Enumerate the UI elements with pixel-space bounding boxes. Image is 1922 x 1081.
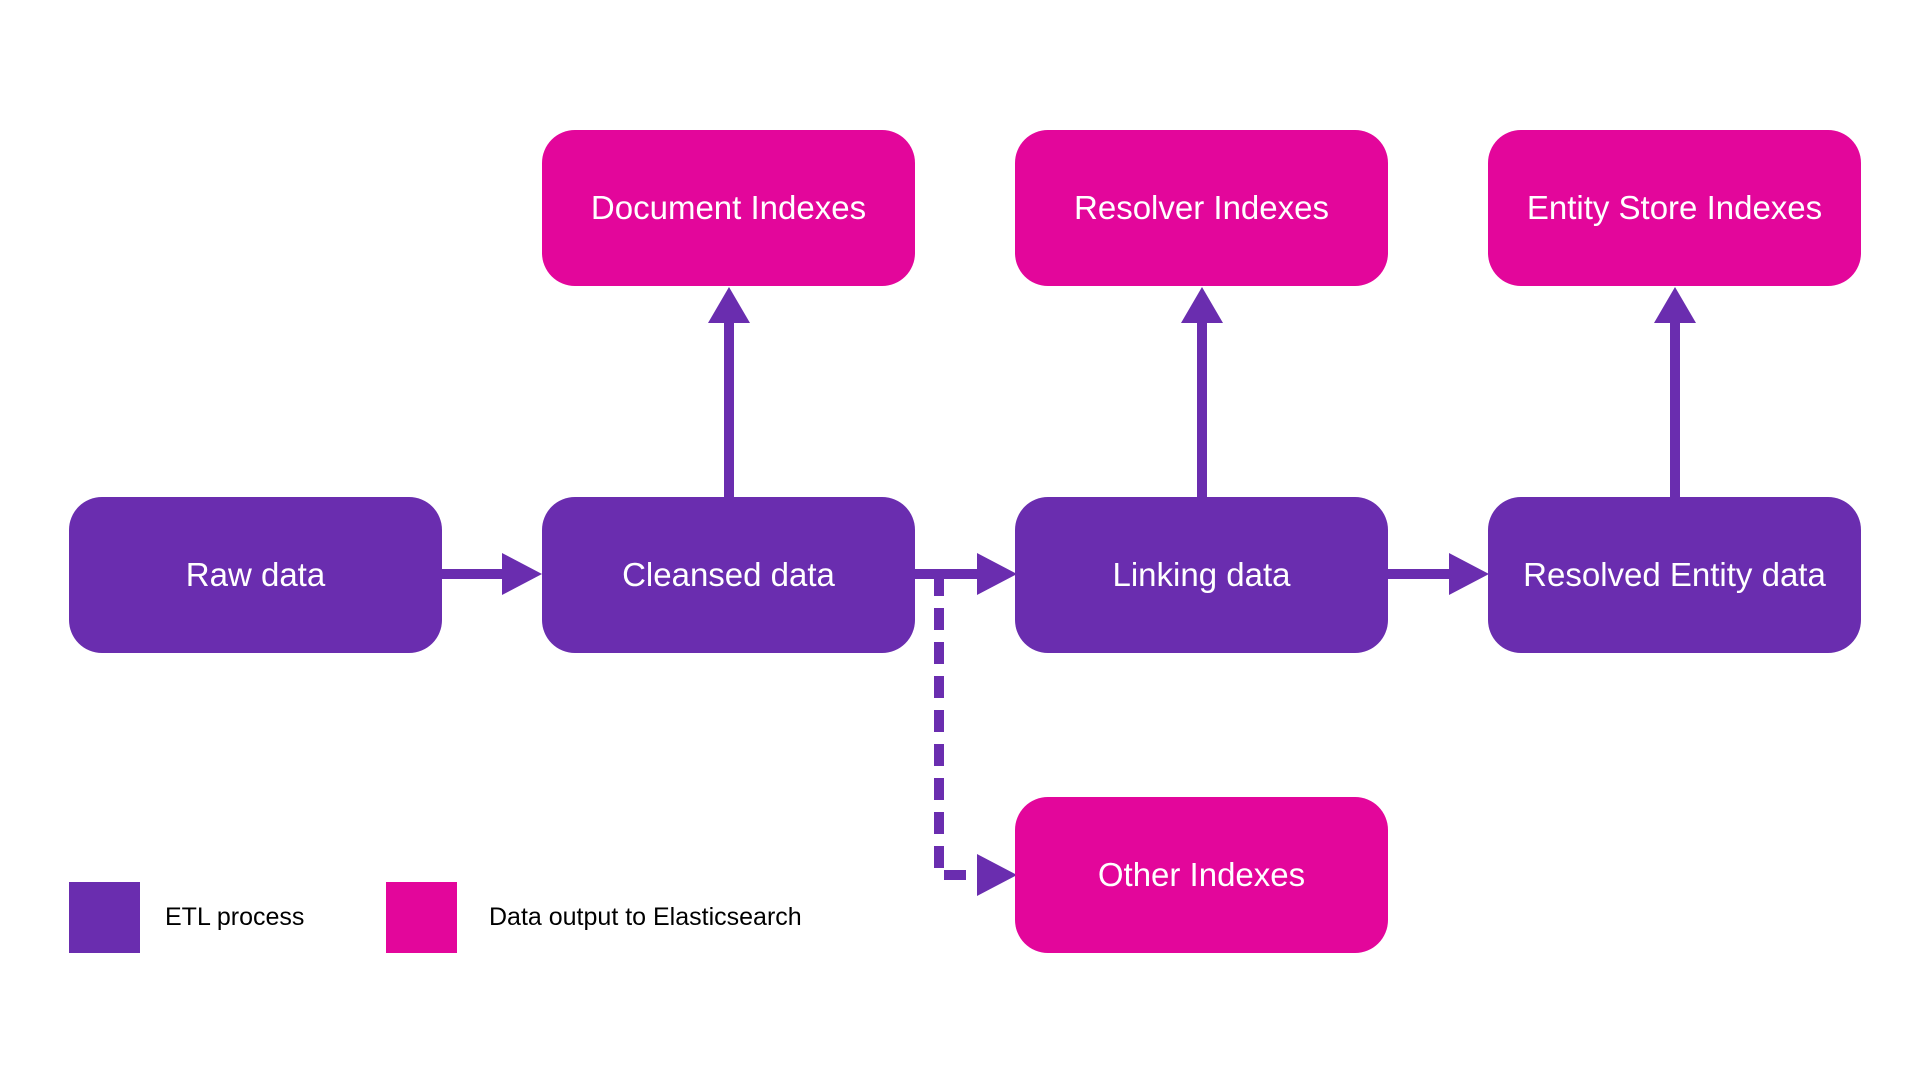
legend-swatch-data-output bbox=[386, 882, 457, 953]
edge-resolved-to-entity-store-indexes bbox=[1654, 287, 1696, 497]
node-raw-data-label: Raw data bbox=[185, 556, 326, 593]
node-entity-store-indexes-label: Entity Store Indexes bbox=[1526, 189, 1823, 226]
legend-label-data-output: Data output to Elasticsearch bbox=[489, 903, 802, 931]
edge-raw-to-cleansed bbox=[442, 553, 542, 595]
node-document-indexes-label: Document Indexes bbox=[590, 189, 867, 226]
edge-linking-to-resolved bbox=[1388, 553, 1489, 595]
node-other-indexes: Other Indexes bbox=[1015, 797, 1388, 953]
legend-swatch-etl-process bbox=[69, 882, 140, 953]
node-resolved-entity-data: Resolved Entity data bbox=[1488, 497, 1861, 653]
node-entity-store-indexes: Entity Store Indexes bbox=[1488, 130, 1861, 286]
node-linking-data: Linking data bbox=[1015, 497, 1388, 653]
node-other-indexes-label: Other Indexes bbox=[1097, 856, 1306, 893]
edge-cleansed-to-document-indexes bbox=[708, 287, 750, 497]
node-resolver-indexes: Resolver Indexes bbox=[1015, 130, 1388, 286]
edge-cleansed-to-other-indexes bbox=[934, 574, 1017, 896]
node-document-indexes: Document Indexes bbox=[542, 130, 915, 286]
edge-cleansed-to-linking bbox=[915, 553, 1017, 595]
node-resolved-entity-data-label: Resolved Entity data bbox=[1523, 556, 1826, 593]
node-raw-data: Raw data bbox=[69, 497, 442, 653]
node-cleansed-data-label: Cleansed data bbox=[622, 556, 835, 593]
node-linking-data-label: Linking data bbox=[1112, 556, 1291, 593]
node-resolver-indexes-label: Resolver Indexes bbox=[1074, 189, 1329, 226]
node-cleansed-data: Cleansed data bbox=[542, 497, 915, 653]
edge-linking-to-resolver-indexes bbox=[1181, 287, 1223, 497]
legend-label-etl-process: ETL process bbox=[165, 903, 305, 931]
